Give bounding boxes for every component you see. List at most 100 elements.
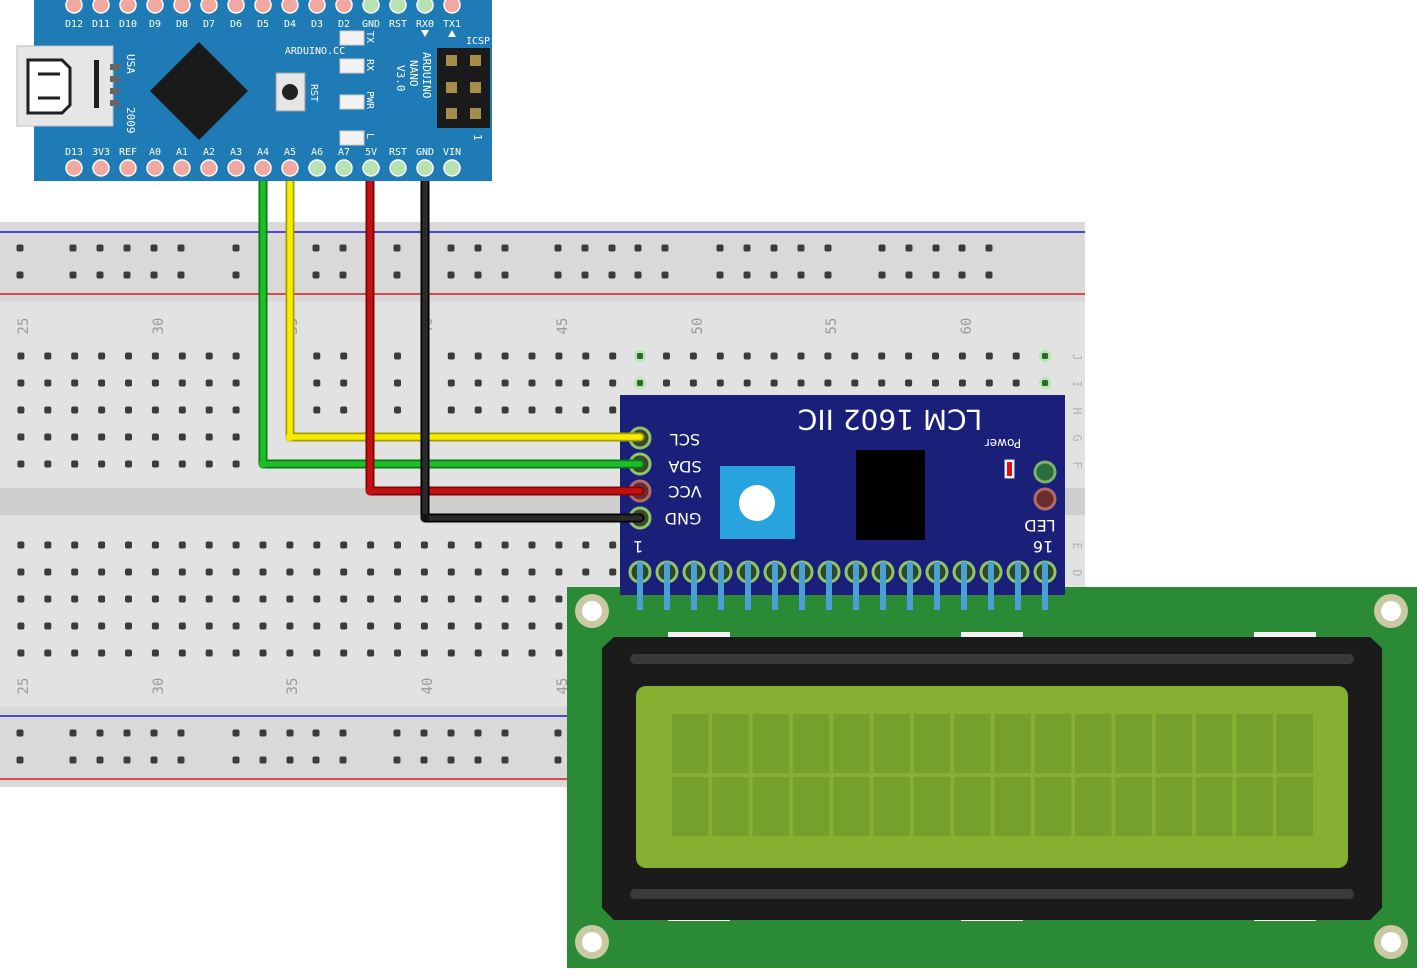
breadboard-hole[interactable] [17,595,25,603]
breadboard-hole[interactable] [663,352,670,360]
breadboard-hole[interactable] [232,352,240,360]
power-rail-hole[interactable] [69,729,77,737]
breadboard-hole[interactable] [367,595,375,603]
breadboard-hole[interactable] [17,541,25,549]
power-rail-hole[interactable] [150,244,158,252]
breadboard-hole[interactable] [17,406,25,414]
nano-pin-header[interactable] [227,159,245,177]
nano-pin-header[interactable] [335,159,353,177]
power-rail-hole[interactable] [96,756,104,764]
breadboard-hole[interactable] [447,595,455,603]
power-rail-hole[interactable] [312,756,320,764]
nano-pin-header[interactable] [119,159,137,177]
power-rail-hole[interactable] [96,244,104,252]
breadboard-hole[interactable] [420,649,428,657]
power-rail-hole[interactable] [286,756,294,764]
breadboard-hole[interactable] [582,541,590,549]
power-rail-hole[interactable] [716,271,724,279]
icsp-pin[interactable] [470,55,481,66]
breadboard-hole[interactable] [501,352,509,360]
nano-pin-header[interactable] [443,0,461,14]
power-rail-hole[interactable] [878,244,886,252]
breadboard-hole[interactable] [743,379,751,387]
power-rail-hole[interactable] [824,244,832,252]
power-rail-hole[interactable] [958,271,966,279]
breadboard-hole[interactable] [367,541,375,549]
breadboard-hole[interactable] [205,433,213,441]
power-rail-hole[interactable] [69,756,77,764]
breadboard-hole[interactable] [98,352,106,360]
breadboard-hole[interactable] [178,649,186,657]
power-rail-hole[interactable] [177,729,185,737]
breadboard-hole[interactable] [71,541,79,549]
breadboard-hole[interactable] [151,595,159,603]
breadboard-hole[interactable] [259,595,267,603]
breadboard-hole[interactable] [340,406,348,414]
breadboard-hole[interactable] [447,622,455,630]
breadboard-hole[interactable] [44,595,52,603]
breadboard-hole[interactable] [958,379,966,387]
breadboard-hole[interactable] [232,433,240,441]
power-rail-hole[interactable] [150,729,158,737]
nano-pin-header[interactable] [335,0,353,14]
breadboard-hole[interactable] [17,649,25,657]
power-rail-hole[interactable] [150,756,158,764]
breadboard-hole[interactable] [394,649,401,657]
power-rail-hole[interactable] [770,244,778,252]
breadboard-hole[interactable] [555,649,563,657]
breadboard-hole[interactable] [394,379,401,387]
breadboard-hole[interactable] [878,352,886,360]
breadboard-hole[interactable] [340,568,348,576]
breadboard-hole[interactable] [420,568,428,576]
breadboard-hole[interactable] [985,352,993,360]
breadboard-hole[interactable] [232,595,240,603]
power-rail-hole[interactable] [69,244,77,252]
power-rail-hole[interactable] [232,729,240,737]
power-rail-hole[interactable] [286,729,294,737]
nano-pin-header[interactable] [200,159,218,177]
breadboard-hole[interactable] [98,595,106,603]
breadboard-hole[interactable] [125,406,132,414]
nano-pin-header[interactable] [92,0,110,14]
power-rail-hole[interactable] [878,271,886,279]
breadboard-hole[interactable] [44,406,52,414]
breadboard-hole[interactable] [474,595,482,603]
breadboard-hole[interactable] [286,649,294,657]
led-jumper-pin[interactable] [1033,460,1057,484]
nano-pin-header[interactable] [65,0,83,14]
power-rail-hole[interactable] [420,729,428,737]
power-rail-hole[interactable] [339,271,347,279]
power-rail-hole[interactable] [447,756,455,764]
breadboard-hole[interactable] [98,406,106,414]
breadboard-hole[interactable] [232,406,240,414]
power-rail-hole[interactable] [797,271,805,279]
breadboard-hole[interactable] [313,541,321,549]
breadboard-hole[interactable] [824,379,832,387]
breadboard-hole[interactable] [98,622,106,630]
breadboard-hole[interactable] [447,406,455,414]
breadboard-hole[interactable] [420,595,428,603]
power-rail-hole[interactable] [312,729,320,737]
breadboard-hole[interactable] [125,595,132,603]
breadboard-hole[interactable] [394,568,401,576]
breadboard-hole[interactable] [340,622,348,630]
breadboard-hole[interactable] [71,379,79,387]
breadboard-hole[interactable] [340,379,348,387]
breadboard-hole[interactable] [151,379,159,387]
breadboard-hole[interactable] [178,460,186,468]
power-rail-hole[interactable] [474,244,482,252]
breadboard-hole[interactable] [582,568,590,576]
power-rail-hole[interactable] [123,729,131,737]
breadboard-hole[interactable] [716,379,724,387]
power-rail-hole[interactable] [581,244,589,252]
breadboard-hole[interactable] [609,352,617,360]
breadboard-hole[interactable] [151,649,159,657]
nano-pin-header[interactable] [227,0,245,14]
breadboard-hole[interactable] [98,379,106,387]
breadboard-hole[interactable] [555,379,563,387]
nano-pin-header[interactable] [173,159,191,177]
power-rail-hole[interactable] [932,271,940,279]
breadboard-hole[interactable] [474,568,482,576]
power-rail-hole[interactable] [958,244,966,252]
power-rail-hole[interactable] [743,271,751,279]
